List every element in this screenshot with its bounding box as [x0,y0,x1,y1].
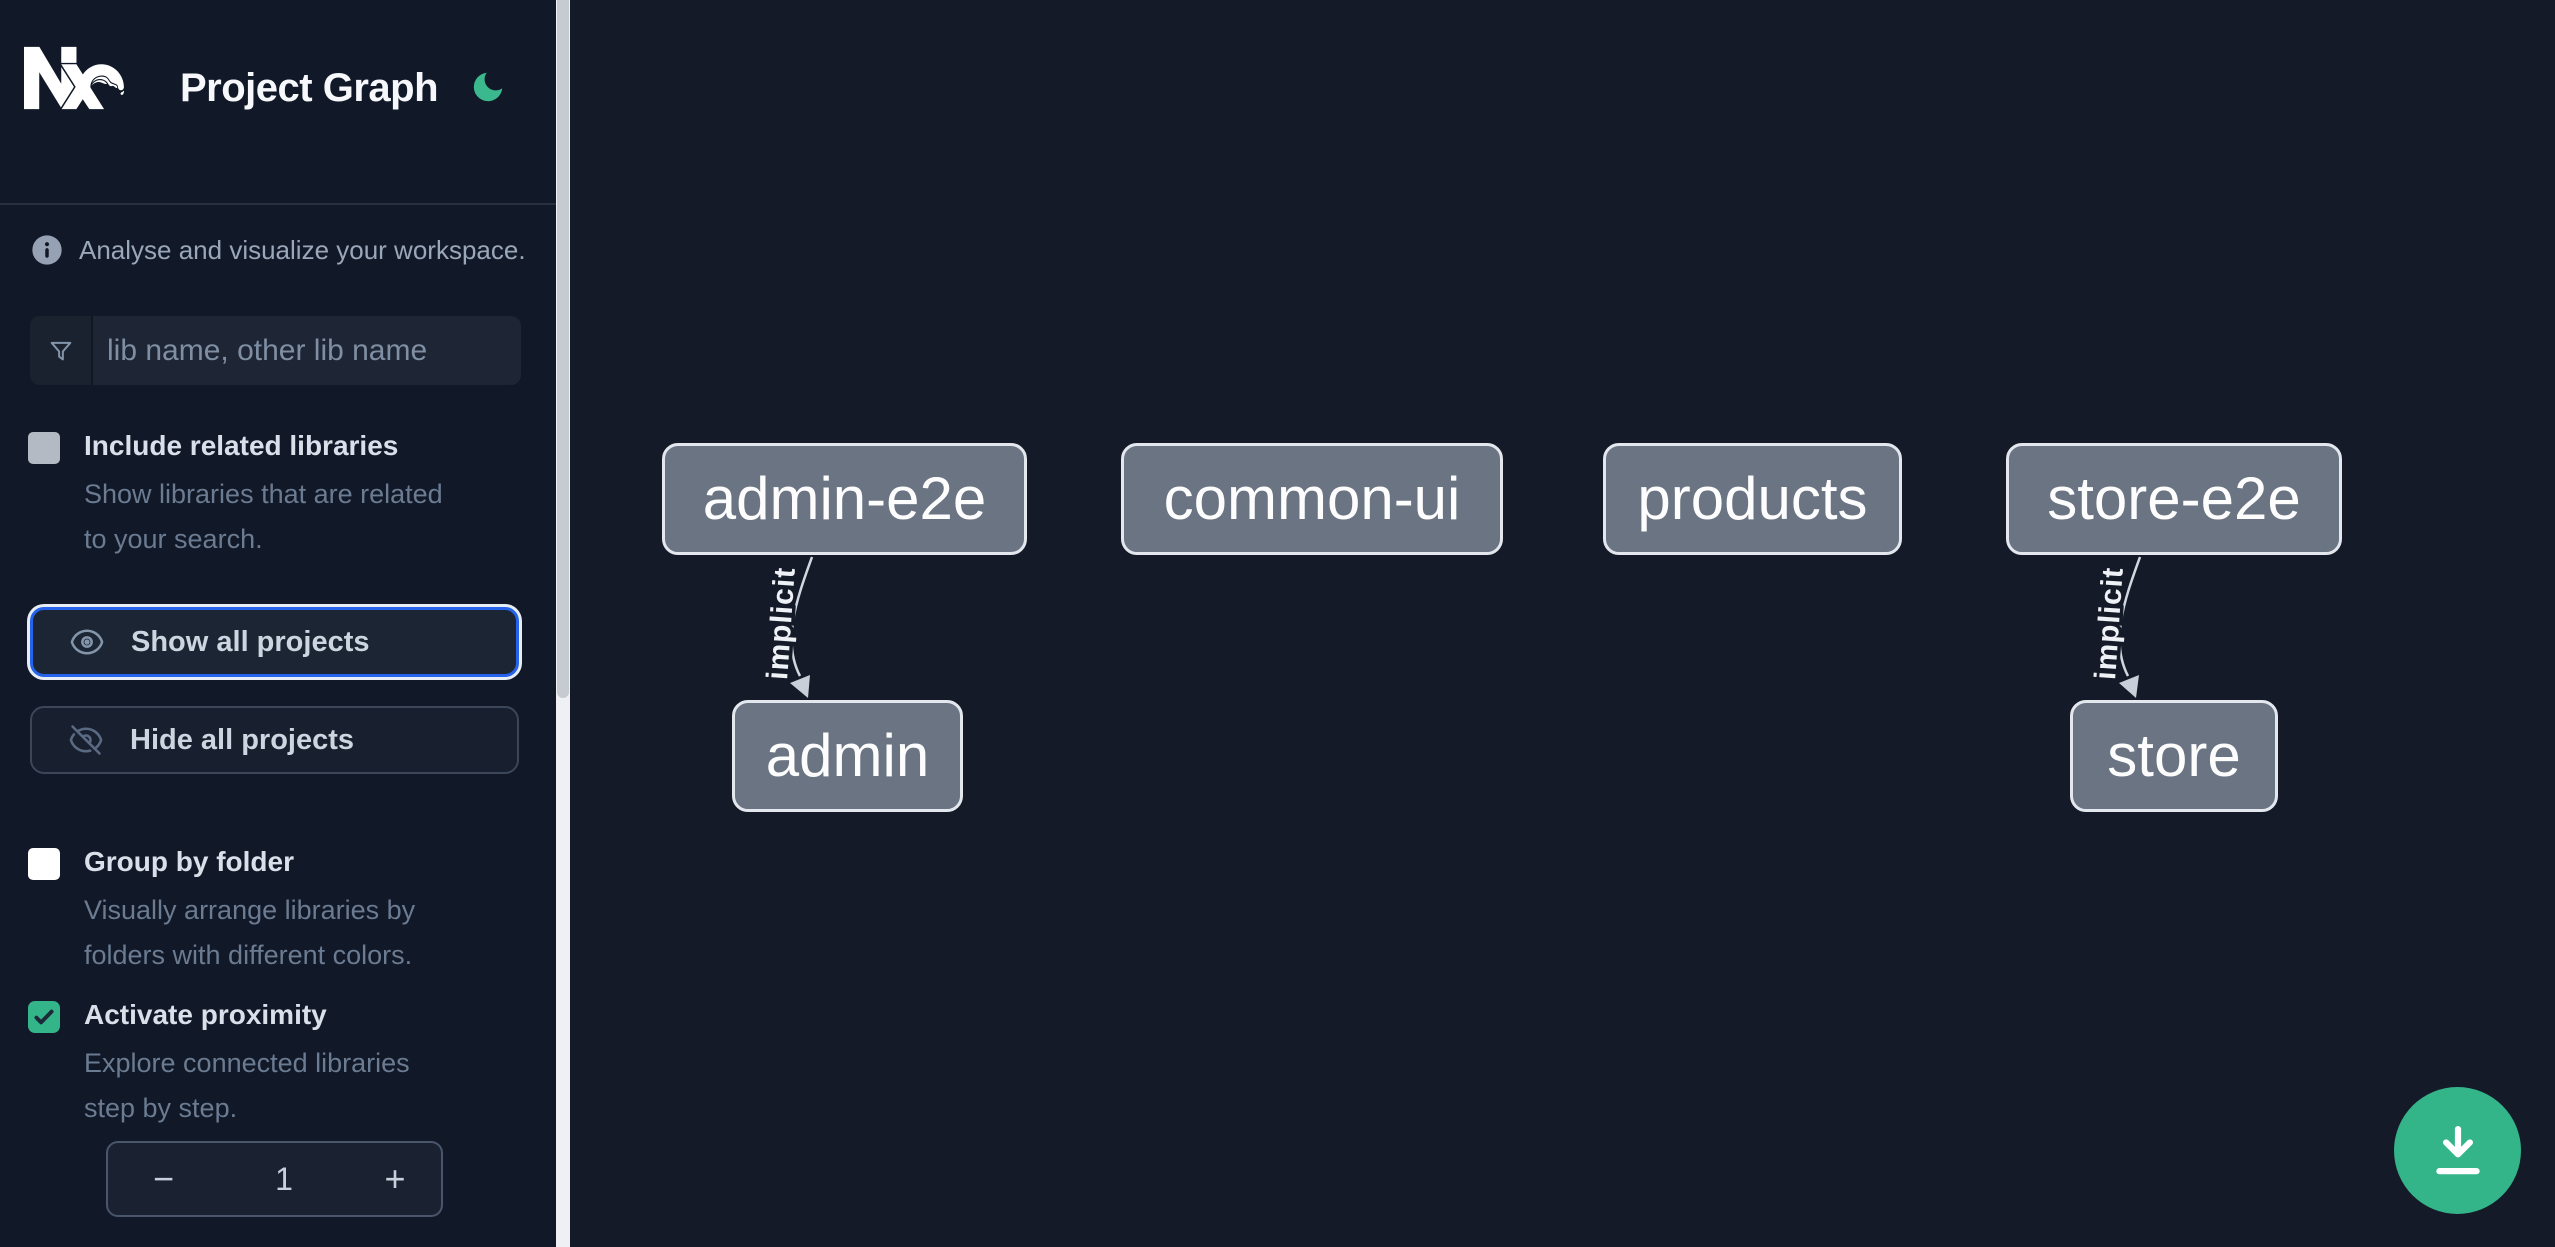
toggle-label: Group by folder [84,846,294,877]
proximity-depth-stepper: − 1 + [106,1141,443,1217]
button-label: Show all projects [131,625,370,658]
sidebar-scrollbar-track [556,0,570,1247]
toggle-label: Include related libraries [84,430,399,461]
filter-input[interactable] [93,316,521,385]
toggle-description: Visually arrange libraries by folders wi… [84,895,416,970]
eye-slash-icon [69,725,103,755]
node-admin-e2e[interactable]: admin-e2e [662,443,1027,555]
show-all-projects-button[interactable]: Show all projects [30,607,519,677]
info-icon [32,235,62,265]
increment-button[interactable]: + [349,1143,441,1215]
node-common-ui[interactable]: common-ui [1121,443,1503,555]
workspace-info: Analyse and visualize your workspace. [31,234,531,266]
toggle-description: Show libraries that are related to your … [84,479,443,554]
group-by-folder-checkbox[interactable] [28,848,60,880]
hide-all-projects-button[interactable]: Hide all projects [30,706,519,774]
decrement-button[interactable]: − [108,1143,219,1215]
toggle-label: Activate proximity [84,999,327,1030]
node-store[interactable]: store [2070,700,2278,812]
info-text: Analyse and visualize your workspace. [79,234,526,265]
button-label: Hide all projects [130,723,355,756]
activate-proximity-checkbox[interactable] [28,1001,60,1033]
sidebar: Project Graph Analyse and visualize your… [0,0,556,1247]
page-title: Project Graph [180,66,439,110]
moon-icon [473,72,503,101]
toggle-description: Explore connected libraries step by step… [84,1048,410,1123]
checkmark-icon [34,1009,54,1025]
toggle-include-related: Include related libraries Show libraries… [28,430,498,562]
download-graph-button[interactable] [2394,1087,2521,1214]
toggle-group-by-folder: Group by folder Visually arrange librari… [28,846,498,978]
theme-toggle-button[interactable] [466,66,510,110]
node-admin[interactable]: admin [732,700,963,812]
include-related-checkbox[interactable] [28,432,60,464]
header-divider [0,203,556,205]
nx-logo [24,46,124,110]
eye-icon [70,629,104,655]
graph-canvas[interactable] [570,0,2555,1247]
node-products[interactable]: products [1603,443,1902,555]
filter-box [30,316,521,385]
proximity-depth-value: 1 [275,1160,293,1197]
toggle-activate-proximity: Activate proximity Explore connected lib… [28,999,498,1131]
funnel-icon [50,341,71,360]
sidebar-scrollbar-thumb[interactable] [557,0,569,698]
download-icon [2435,1125,2480,1174]
filter-funnel-cell [30,316,93,385]
node-store-e2e[interactable]: store-e2e [2006,443,2342,555]
